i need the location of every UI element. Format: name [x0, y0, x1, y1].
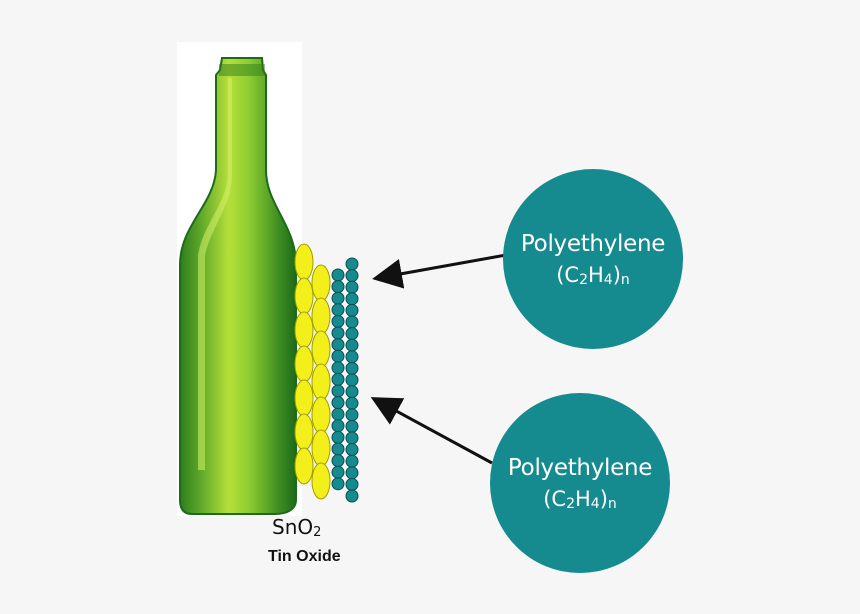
- polyethylene-particle: [345, 373, 359, 387]
- arrow-bottom: [370, 397, 493, 465]
- polyethylene-particle: [331, 314, 345, 328]
- polyethylene-particle: [331, 372, 345, 386]
- glass-bottle: [179, 57, 297, 515]
- polyethylene-name-top: Polyethylene: [520, 230, 666, 257]
- tin-oxide-particle: [311, 330, 331, 368]
- polyethylene-particle: [331, 349, 345, 363]
- polyethylene-particle: [345, 280, 359, 294]
- polyethylene-name-bottom: Polyethylene: [507, 454, 653, 481]
- polyethylene-particle: [345, 303, 359, 317]
- polyethylene-particle: [331, 303, 345, 317]
- tin-oxide-particle: [311, 297, 331, 335]
- tin-oxide-label: Tin Oxide: [268, 548, 341, 565]
- polyethylene-particle: [331, 477, 345, 491]
- polyethylene-particle: [345, 385, 359, 399]
- polyethylene-particle: [331, 338, 345, 352]
- polyethylene-particle: [345, 396, 359, 410]
- tin-oxide-particle: [294, 447, 314, 485]
- polyethylene-particle: [345, 315, 359, 329]
- polyethylene-particle: [345, 454, 359, 468]
- tin-oxide-particle: [311, 363, 331, 401]
- polyethylene-circle-top: Polyethylene (C2H4)n: [503, 169, 683, 349]
- tin-oxide-particle: [294, 345, 314, 383]
- polyethylene-particle: [331, 361, 345, 375]
- polyethylene-particle: [345, 257, 359, 271]
- polyethylene-particle: [331, 291, 345, 305]
- polyethylene-particle: [345, 338, 359, 352]
- tin-oxide-particle: [311, 264, 331, 302]
- polyethylene-particle: [345, 327, 359, 341]
- polyethylene-particle: [345, 419, 359, 433]
- polyethylene-circle-bottom: Polyethylene (C2H4)n: [490, 393, 670, 573]
- tin-oxide-particle: [294, 311, 314, 349]
- polyethylene-particle: [331, 419, 345, 433]
- polyethylene-particle: [345, 443, 359, 457]
- tin-oxide-particle: [311, 429, 331, 467]
- polyethylene-particle: [345, 292, 359, 306]
- polyethylene-particle: [345, 350, 359, 364]
- polyethylene-particle: [345, 431, 359, 445]
- polyethylene-particle: [345, 489, 359, 503]
- polyethylene-particle: [345, 361, 359, 375]
- tin-oxide-particle: [311, 462, 331, 500]
- polyethylene-layer: [331, 257, 359, 503]
- tin-oxide-particle: [294, 413, 314, 451]
- polyethylene-particle: [345, 477, 359, 491]
- polyethylene-particle: [331, 407, 345, 421]
- polyethylene-formula-bottom: (C2H4)n: [543, 486, 617, 512]
- polyethylene-particle: [331, 465, 345, 479]
- polyethylene-particle: [331, 396, 345, 410]
- polyethylene-particle: [331, 384, 345, 398]
- arrow-top: [372, 253, 507, 289]
- tin-oxide-particle: [311, 396, 331, 434]
- polyethylene-particle: [345, 408, 359, 422]
- polyethylene-particle: [345, 466, 359, 480]
- polyethylene-particle: [331, 280, 345, 294]
- polyethylene-particle: [331, 430, 345, 444]
- polyethylene-particle: [331, 454, 345, 468]
- polyethylene-particle: [331, 442, 345, 456]
- sno2-formula: SnO2: [272, 515, 322, 540]
- polyethylene-particle: [331, 268, 345, 282]
- polyethylene-particle: [345, 269, 359, 283]
- tin-oxide-particle: [294, 379, 314, 417]
- polyethylene-particle: [331, 326, 345, 340]
- tin-oxide-particle: [294, 277, 314, 315]
- polyethylene-formula-top: (C2H4)n: [556, 262, 630, 288]
- tin-oxide-layer: [294, 243, 331, 500]
- tin-oxide-particle: [294, 243, 314, 281]
